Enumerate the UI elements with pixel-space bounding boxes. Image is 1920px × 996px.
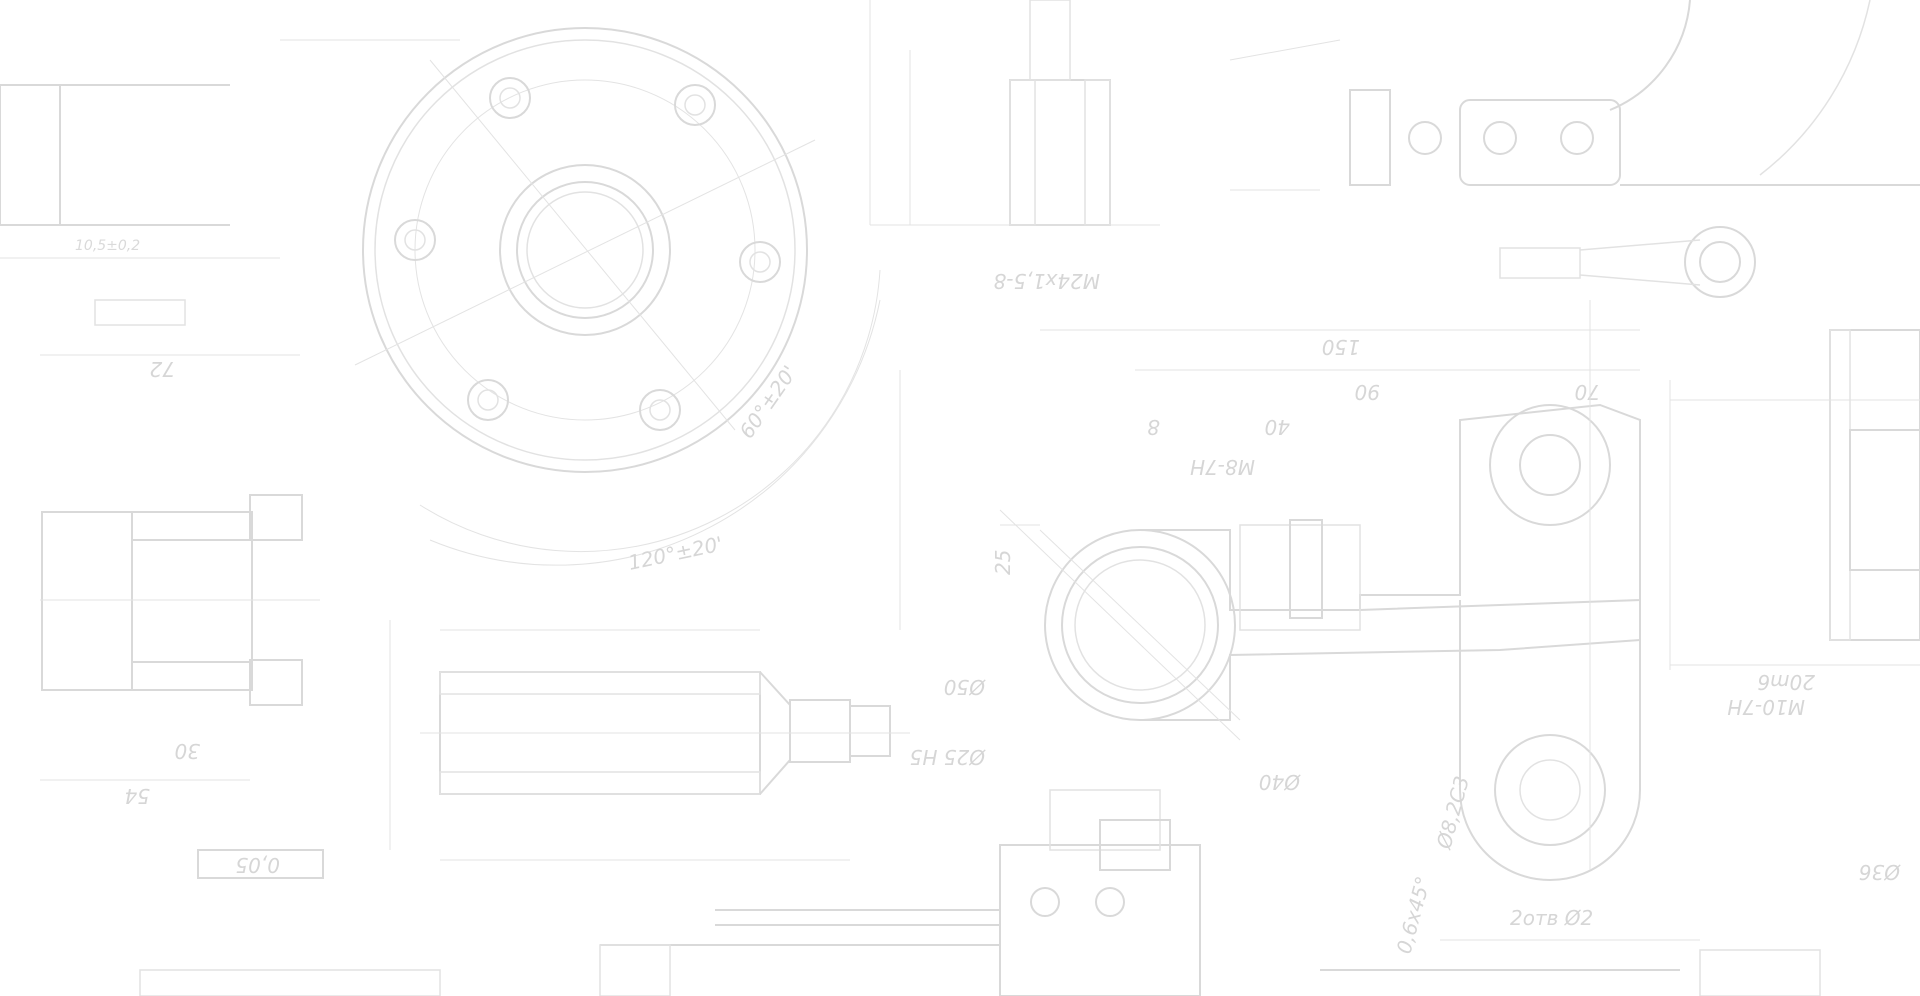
fork-drawing: [1349, 0, 1920, 298]
svg-text:M10-7H: M10-7H: [1727, 695, 1805, 719]
svg-text:8: 8: [1147, 415, 1160, 439]
svg-text:40: 40: [1265, 415, 1290, 439]
svg-text:72: 72: [150, 357, 175, 381]
svg-text:2отв Ø2: 2отв Ø2: [1510, 906, 1593, 930]
svg-text:54: 54: [125, 784, 150, 808]
right-section-drawing: M10-7H 20m6 Ø36: [1670, 329, 1920, 884]
vertical-section-drawing: M24x1,5-8: [869, 0, 1160, 293]
svg-text:0,6x45°: 0,6x45°: [1392, 874, 1436, 957]
svg-text:25: 25: [991, 550, 1015, 575]
flange-drawing: 120°±20' 60°±20': [354, 27, 881, 575]
svg-text:Ø8,2C3: Ø8,2C3: [1431, 773, 1474, 852]
corner-part-drawing: 10,5±0,2: [0, 84, 280, 326]
svg-text:Ø36: Ø36: [1859, 860, 1901, 884]
bushing-drawing: 72 54 30 0,05: [40, 354, 324, 879]
svg-text:120°±20': 120°±20': [626, 531, 725, 574]
svg-text:70: 70: [1575, 380, 1600, 404]
svg-text:10,5±0,2: 10,5±0,2: [75, 238, 140, 254]
svg-text:Ø40: Ø40: [1259, 770, 1301, 794]
svg-text:0,05: 0,05: [235, 853, 280, 877]
svg-text:Ø50: Ø50: [944, 675, 986, 699]
svg-text:150: 150: [1322, 335, 1360, 359]
svg-text:M24x1,5-8: M24x1,5-8: [994, 269, 1100, 293]
svg-text:60°±20': 60°±20': [734, 361, 801, 443]
svg-text:90: 90: [1355, 380, 1380, 404]
svg-text:Ø25 H5: Ø25 H5: [910, 745, 986, 769]
dimension-lines: [280, 39, 1671, 870]
svg-text:20m6: 20m6: [1757, 670, 1815, 694]
bottom-assembly-drawing: 2отв Ø2: [139, 789, 1821, 996]
svg-text:30: 30: [175, 739, 200, 763]
lever-drawing: 150 90 70 40 8 25 Ø40 Ø25 H5 Ø50 M8-7H Ø…: [910, 329, 1641, 957]
shaft-drawing: [420, 629, 910, 861]
svg-text:M8-7H: M8-7H: [1190, 455, 1255, 479]
